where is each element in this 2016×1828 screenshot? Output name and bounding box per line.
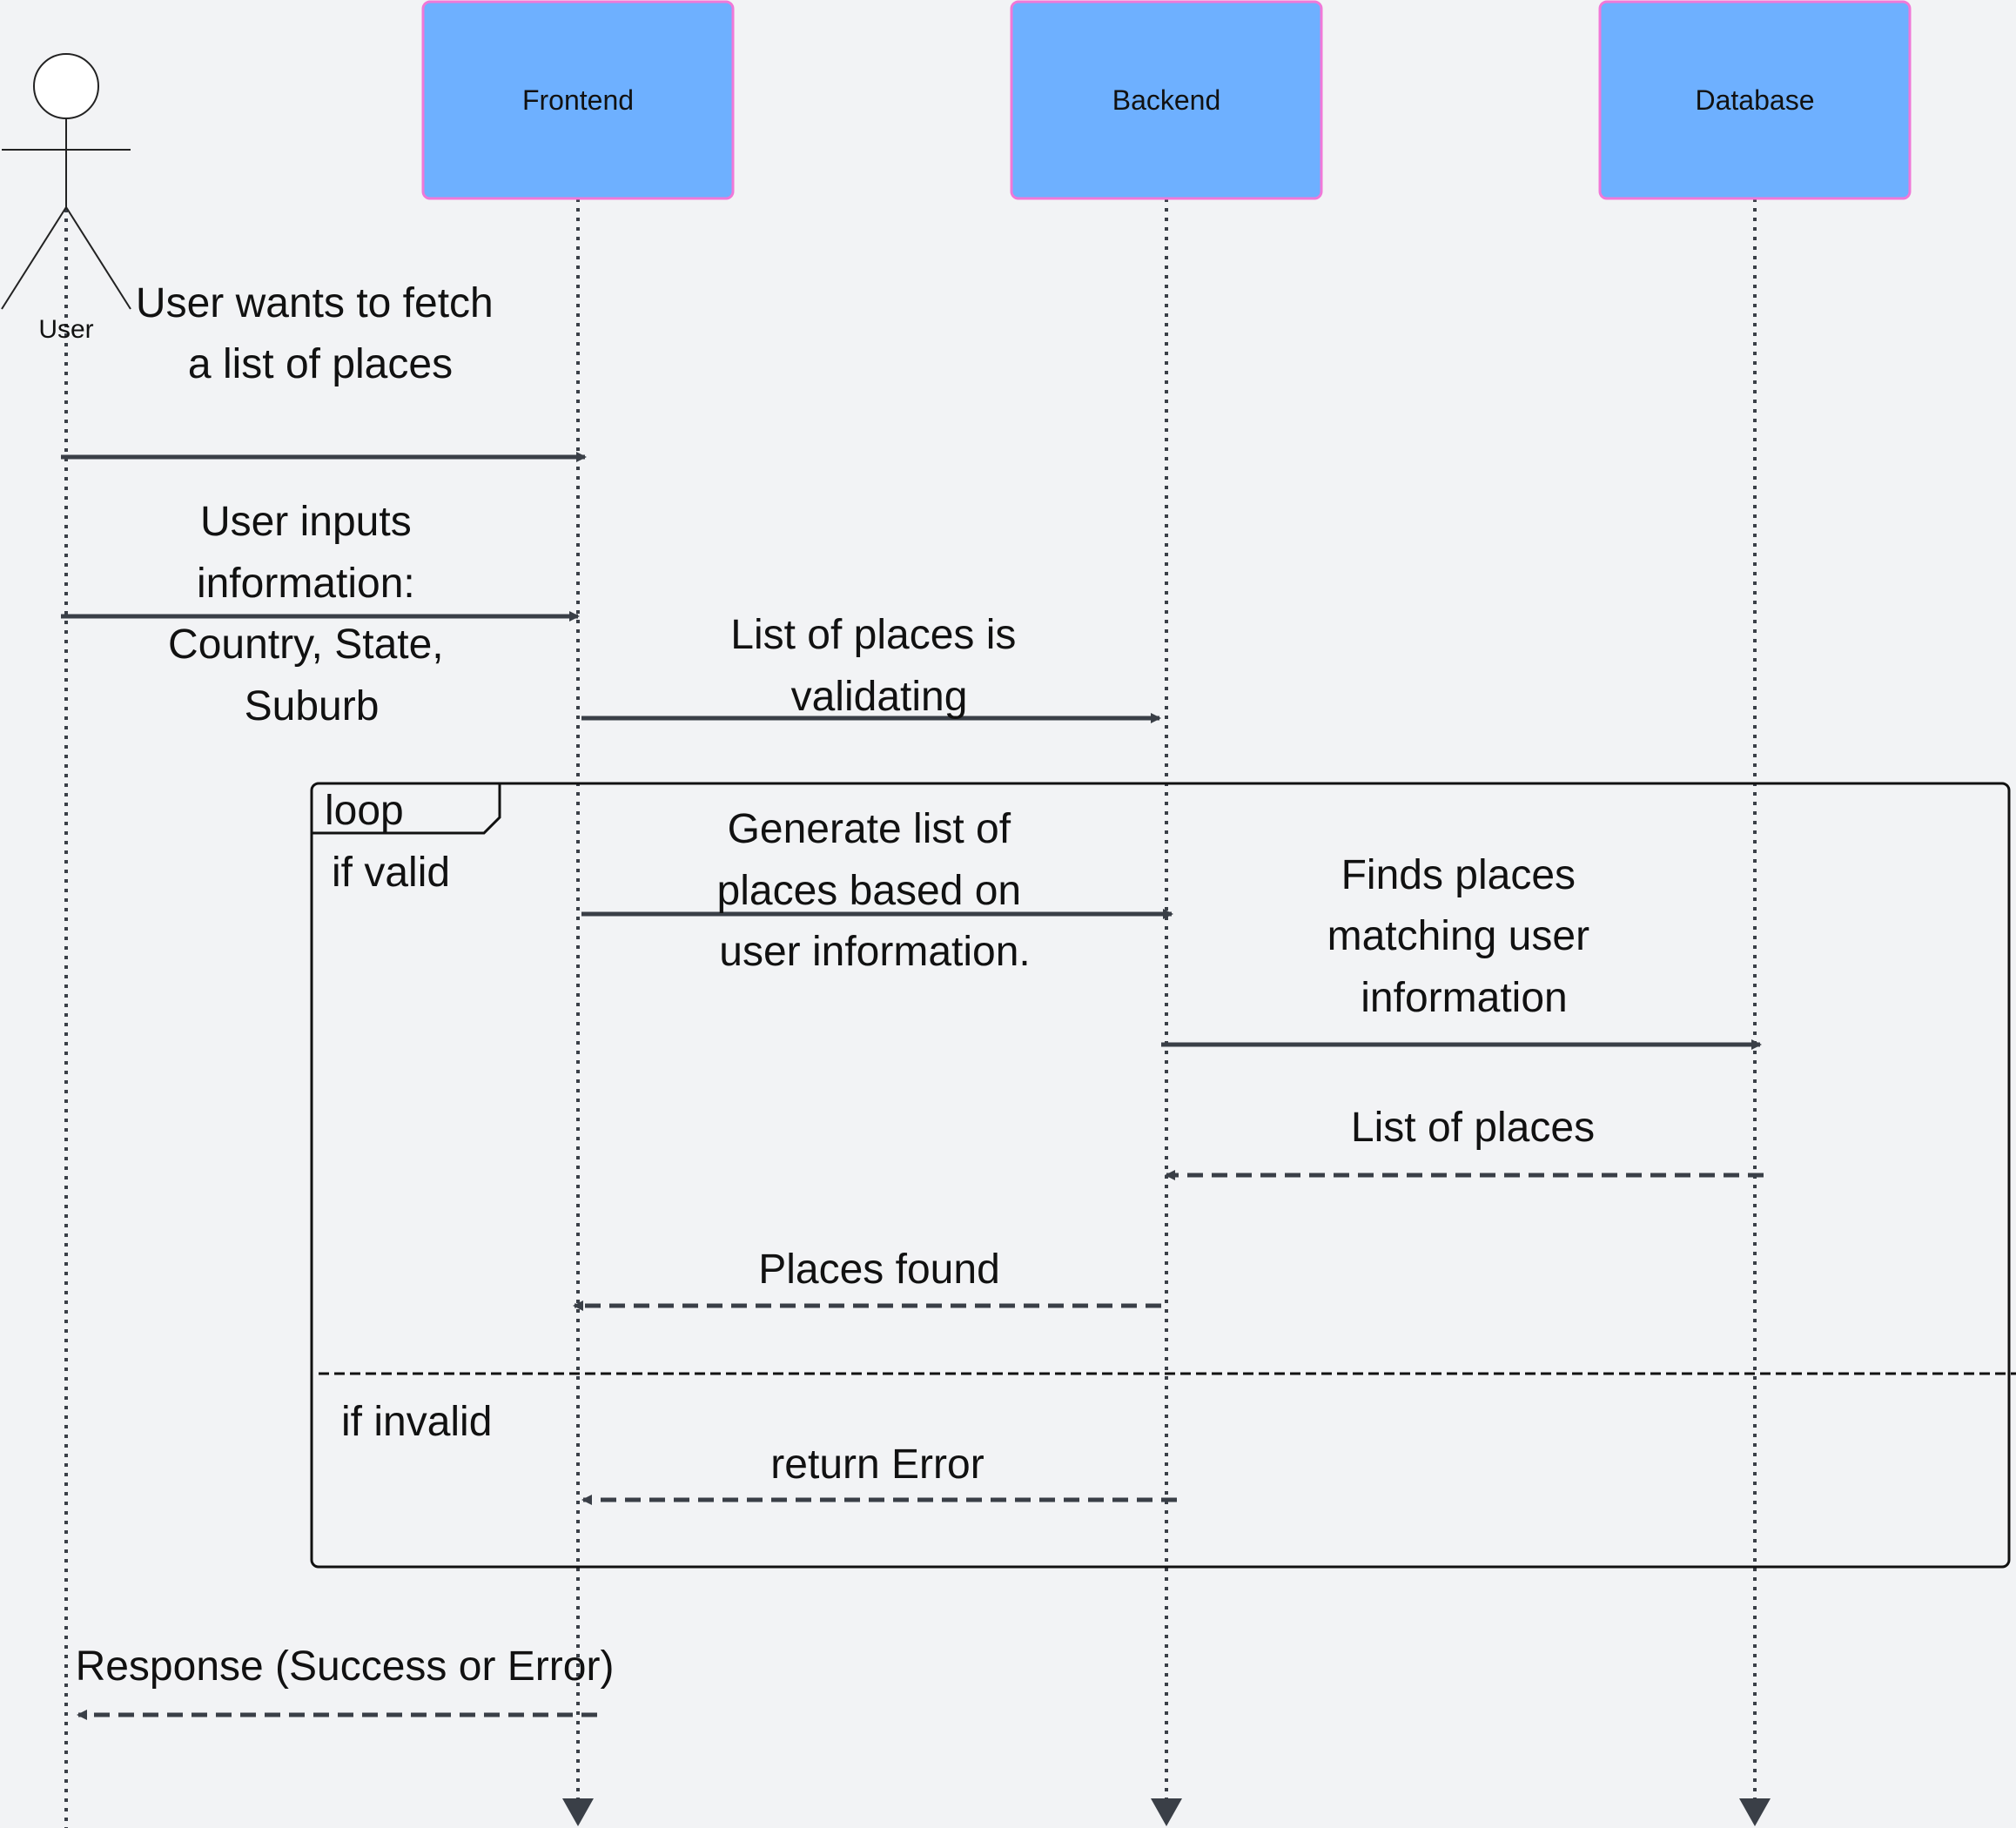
message-label-m7: Places found [758,1247,1000,1293]
participant-label: Frontend [522,84,634,116]
message-label-m1: User wants to fetch a list of places [136,280,505,387]
backend-lifeline-end-icon [1151,1798,1182,1826]
loop-label: loop [325,788,404,834]
message-label-m8: return Error [770,1442,984,1488]
database-lifeline-end-icon [1739,1798,1771,1826]
participant-backend: Backend [1010,0,1323,200]
message-label-m2: User inputs information: Country, State,… [168,499,455,729]
guard-invalid: if invalid [341,1399,492,1445]
message-label-m5: Finds places matching user information [1327,852,1602,1021]
participant-label: Database [1696,84,1815,116]
message-label-m4: Generate list of places based on user in… [717,806,1033,975]
message-label-m3: List of places is validating [730,612,1028,720]
frontend-lifeline-end-icon [562,1798,594,1826]
user-actor-icon [1,53,131,310]
message-label-m6: List of places [1351,1105,1595,1151]
guard-valid: if valid [332,850,450,896]
participant-label: Backend [1112,84,1221,116]
actor-label: User [38,315,93,344]
loop-label-tab [312,783,501,835]
message-label-m9: Response (Success or Error) [76,1643,615,1690]
participant-database: Database [1598,0,1912,200]
participant-frontend: Frontend [421,0,735,200]
loop-frame: loop if valid if invalid [310,782,2016,1569]
